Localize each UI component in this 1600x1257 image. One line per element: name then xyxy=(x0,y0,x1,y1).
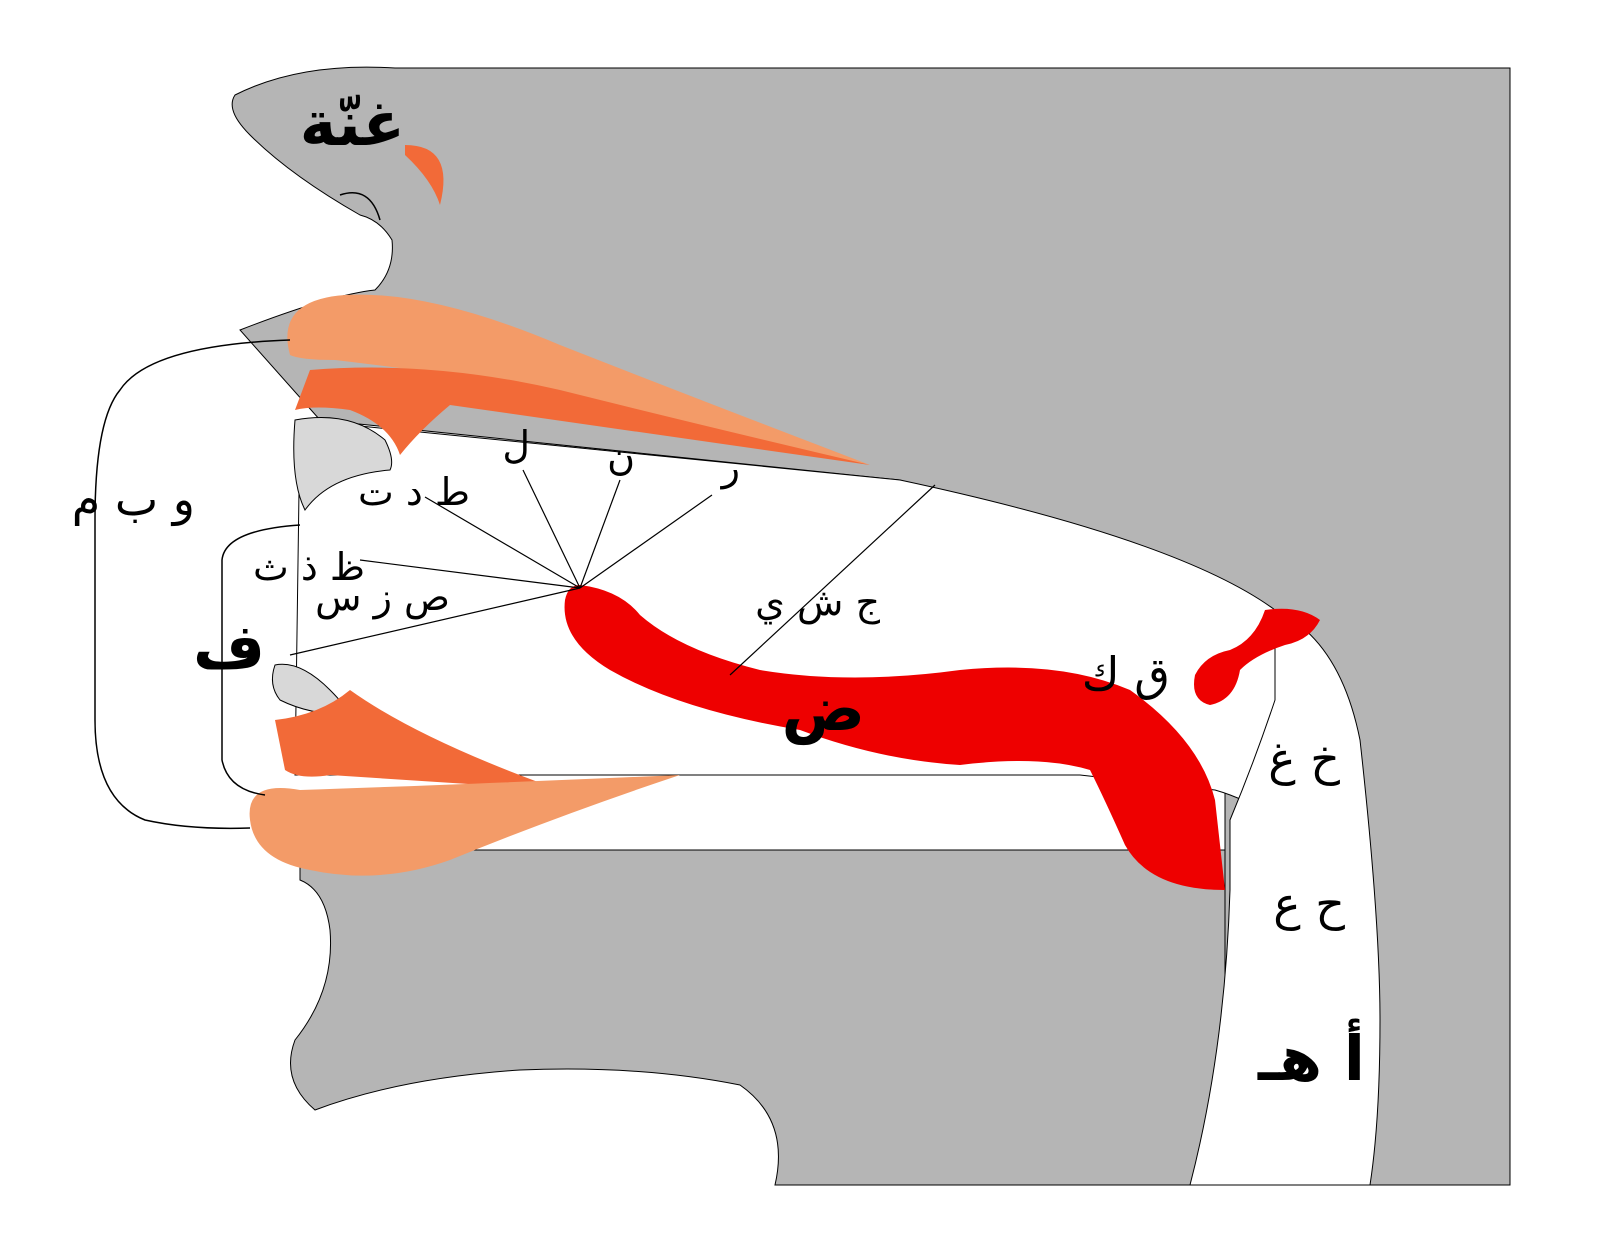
label-upper-pharynx: خ غ xyxy=(1268,732,1340,786)
pharynx-channel xyxy=(1189,609,1381,1186)
label-lam: ل xyxy=(502,423,530,467)
articulation-lines xyxy=(289,469,936,676)
tongue xyxy=(564,585,1225,890)
line-tip-dental-stops xyxy=(424,496,581,589)
labial-bracket xyxy=(94,339,291,830)
upper-teeth xyxy=(293,417,393,511)
label-alveolar-stops: ط د ت xyxy=(358,470,470,514)
label-interdental: ظ ذ ث xyxy=(253,545,365,589)
line-tip-interdental xyxy=(359,559,581,589)
upper-lip xyxy=(287,294,871,465)
label-nun: ن xyxy=(607,435,635,479)
label-labiodental: ف xyxy=(193,610,265,683)
label-mid-pharynx: ح ع xyxy=(1273,877,1345,931)
uvula xyxy=(1194,608,1320,705)
line-tip-labiodental xyxy=(289,587,581,656)
label-dad: ض xyxy=(782,672,865,746)
line-tip-nun xyxy=(579,479,621,589)
chin-silhouette xyxy=(290,849,1226,1186)
lower-lip xyxy=(249,775,681,876)
labiodental-bracket xyxy=(221,524,301,796)
label-glottal: أ هـ xyxy=(1257,1018,1365,1095)
nostril-curve xyxy=(339,192,381,221)
label-nasal: غنّة xyxy=(300,87,405,160)
label-ra: ر xyxy=(720,445,740,489)
nasal-arc xyxy=(405,145,444,205)
label-labial: و ب م xyxy=(72,472,195,527)
line-tip-ra xyxy=(579,494,713,589)
line-tip-lam xyxy=(522,469,581,589)
label-velar-uvular: ق ك xyxy=(1082,647,1170,701)
lower-gum xyxy=(275,690,560,790)
upper-gum xyxy=(295,367,870,465)
label-palatal: ج ش ي xyxy=(755,580,880,625)
label-sibilants: ص ز س xyxy=(315,575,450,620)
line-palatal xyxy=(729,484,936,676)
